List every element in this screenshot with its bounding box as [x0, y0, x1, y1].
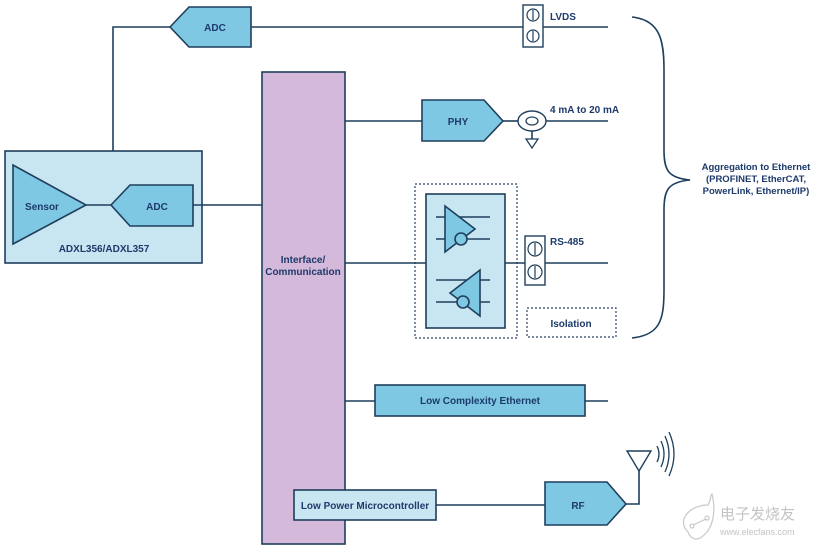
watermark-url-text: www.elecfans.com	[719, 527, 795, 537]
sensor-amplifier-triangle	[12, 163, 88, 246]
aggregation-line3: PowerLink, Ethernet/IP)	[703, 186, 810, 197]
isolation-legend-box	[526, 307, 617, 338]
interface-label-line1: Interface/	[281, 255, 326, 266]
low-power-microcontroller-block	[293, 489, 437, 521]
part-number-label: ADXL356/ADXL357	[59, 244, 150, 255]
ground-icon	[524, 138, 540, 150]
watermark-cn-text: 电子发烧友	[720, 506, 795, 523]
rs485-label: RS-485	[550, 237, 584, 248]
current-loop-symbol	[517, 110, 547, 132]
low-power-microcontroller-label: Low Power Microcontroller	[301, 501, 429, 512]
driver-inversion-bubble	[454, 232, 468, 246]
aggregation-line2: (PROFINET, EtherCAT,	[706, 174, 806, 185]
top-adc-label: ADC	[204, 23, 226, 34]
phy-block	[421, 99, 505, 142]
low-complexity-ethernet-block	[374, 384, 586, 417]
interface-communication-block	[261, 71, 346, 545]
aggregation-line1: Aggregation to Ethernet	[702, 162, 812, 173]
antenna-icon	[625, 450, 653, 473]
current-loop-label: 4 mA to 20 mA	[550, 105, 619, 116]
low-complexity-ethernet-label: Low Complexity Ethernet	[420, 396, 541, 407]
lvds-label: LVDS	[550, 12, 576, 23]
current-loop-inner	[525, 116, 539, 126]
rf-to-antenna-wire	[626, 471, 640, 505]
aggregation-brace	[631, 16, 691, 339]
watermark-logo-icon	[682, 493, 715, 540]
rf-label: RF	[571, 501, 584, 512]
rf-block	[544, 481, 628, 526]
module-to-top-adc-wire	[112, 26, 170, 151]
sensor-adc-label: ADC	[146, 202, 168, 213]
receiver-inversion-bubble	[456, 295, 470, 309]
phy-label: PHY	[448, 117, 469, 128]
sensor-label: Sensor	[25, 202, 59, 213]
radio-waves-icon	[656, 431, 675, 477]
interface-label-line2: Communication	[265, 267, 341, 278]
isolation-label: Isolation	[550, 319, 591, 330]
